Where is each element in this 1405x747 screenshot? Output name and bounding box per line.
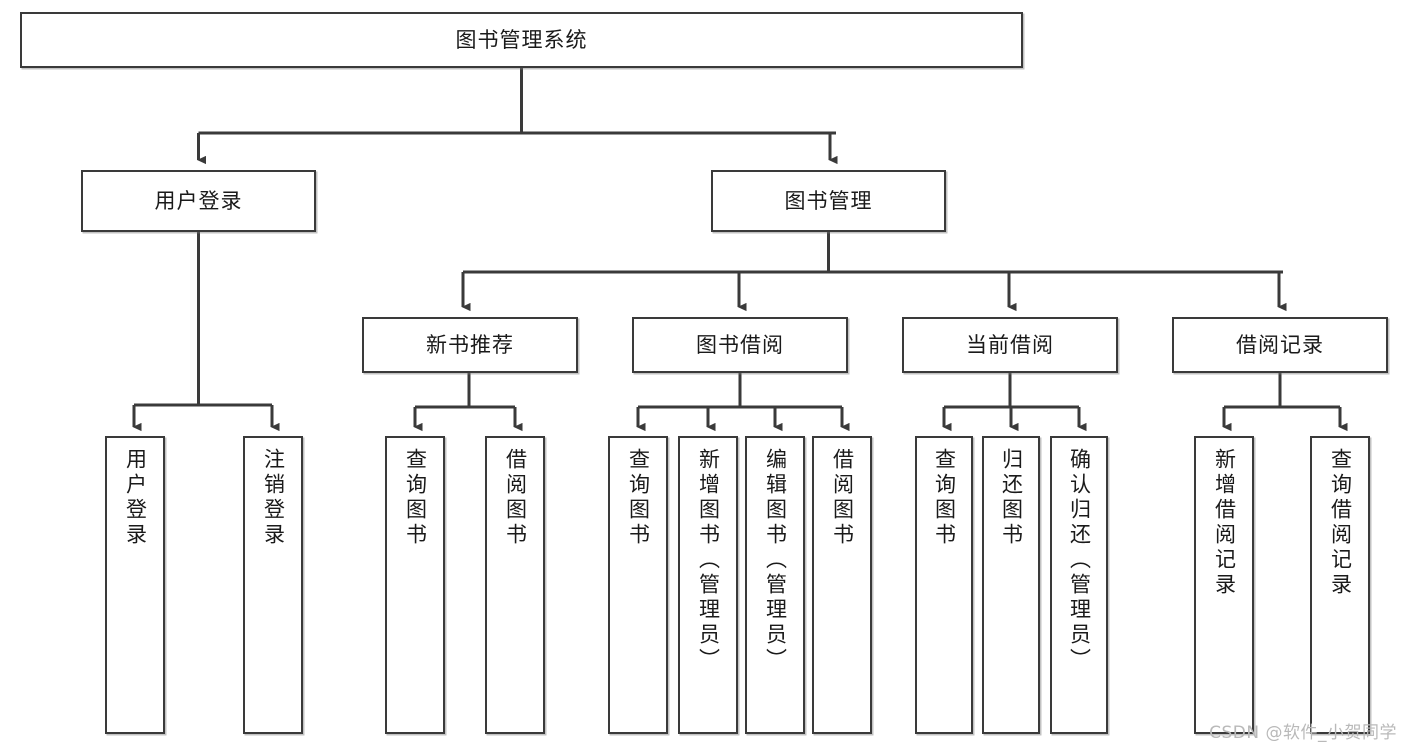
- leaf-logout-login[interactable]: 注销登录: [243, 436, 303, 734]
- leaf-borrow-book[interactable]: 借阅图书: [812, 436, 872, 734]
- leaf-query-book-borrow[interactable]: 查询图书: [608, 436, 668, 734]
- leaf-add-book-admin[interactable]: 新增图书（管理员）: [678, 436, 738, 734]
- node-label: 图书借阅: [696, 332, 784, 357]
- node-book-management[interactable]: 图书管理: [711, 170, 946, 232]
- node-label: 借阅图书: [503, 448, 528, 548]
- leaf-confirm-return-admin[interactable]: 确认归还（管理员）: [1050, 436, 1108, 734]
- leaf-user-login[interactable]: 用户登录: [105, 436, 165, 734]
- node-borrow-record[interactable]: 借阅记录: [1172, 317, 1388, 373]
- node-label: 用户登录: [154, 188, 243, 213]
- node-label: 新增图书（管理员）: [696, 448, 721, 673]
- node-label: 图书管理: [784, 188, 873, 213]
- leaf-borrow-book-recommend[interactable]: 借阅图书: [485, 436, 545, 734]
- node-label: 查询图书: [626, 448, 651, 548]
- node-current-borrow[interactable]: 当前借阅: [902, 317, 1118, 373]
- node-root-book-management-system[interactable]: 图书管理系统: [20, 12, 1023, 68]
- node-label: 用户登录: [123, 448, 148, 548]
- leaf-return-book[interactable]: 归还图书: [982, 436, 1040, 734]
- leaf-edit-book-admin[interactable]: 编辑图书（管理员）: [745, 436, 805, 734]
- node-label: 查询借阅记录: [1328, 448, 1353, 598]
- node-label: 编辑图书（管理员）: [763, 448, 788, 673]
- node-label: 注销登录: [261, 448, 286, 548]
- leaf-add-borrow-record[interactable]: 新增借阅记录: [1194, 436, 1254, 734]
- node-label: 查询图书: [403, 448, 428, 548]
- node-label: 确认归还（管理员）: [1067, 448, 1092, 673]
- node-label: 图书管理系统: [455, 27, 588, 52]
- leaf-query-book-recommend[interactable]: 查询图书: [385, 436, 445, 734]
- node-label: 借阅图书: [830, 448, 855, 548]
- node-label: 查询图书: [932, 448, 957, 548]
- node-label: 新增借阅记录: [1212, 448, 1237, 598]
- node-label: 借阅记录: [1236, 332, 1324, 357]
- node-label: 当前借阅: [966, 332, 1054, 357]
- node-label: 新书推荐: [426, 332, 514, 357]
- leaf-query-book-current[interactable]: 查询图书: [915, 436, 973, 734]
- node-user-login[interactable]: 用户登录: [81, 170, 316, 232]
- node-book-borrow[interactable]: 图书借阅: [632, 317, 848, 373]
- node-new-book-recommend[interactable]: 新书推荐: [362, 317, 578, 373]
- leaf-query-borrow-record[interactable]: 查询借阅记录: [1310, 436, 1370, 734]
- node-label: 归还图书: [999, 448, 1024, 548]
